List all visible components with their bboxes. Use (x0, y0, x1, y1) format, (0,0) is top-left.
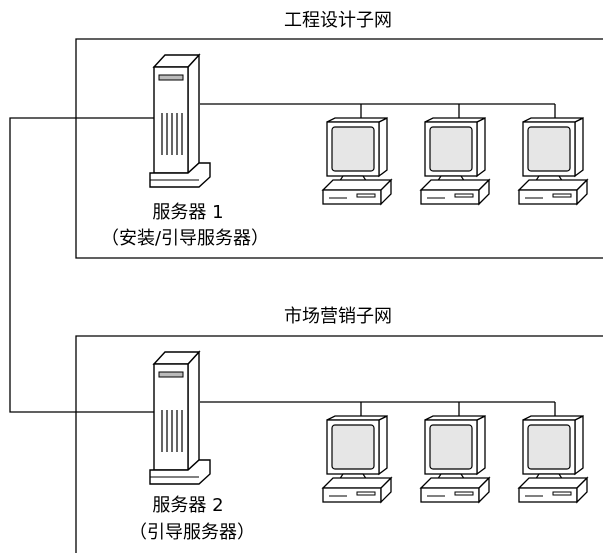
workstation-icon (420, 415, 490, 503)
server-2-name: 服务器 2 (152, 495, 223, 516)
server-1-role: （安装/引导服务器） (101, 228, 269, 249)
server-1-icon (149, 54, 211, 188)
subnet-1-border (75, 38, 603, 259)
workstation-icon (518, 117, 588, 205)
subnet-2-title: 市场营销子网 (284, 306, 392, 327)
inter-subnet-link (9, 117, 160, 413)
server-2-icon (149, 351, 211, 485)
workstation-icon (420, 117, 490, 205)
server-1-name: 服务器 1 (152, 202, 223, 223)
workstation-icon (518, 415, 588, 503)
server-2-role: （引导服务器） (129, 522, 255, 543)
workstation-icon (322, 117, 392, 205)
subnet-2-border (75, 335, 603, 553)
workstation-icon (322, 415, 392, 503)
subnet-1-title: 工程设计子网 (284, 10, 392, 31)
